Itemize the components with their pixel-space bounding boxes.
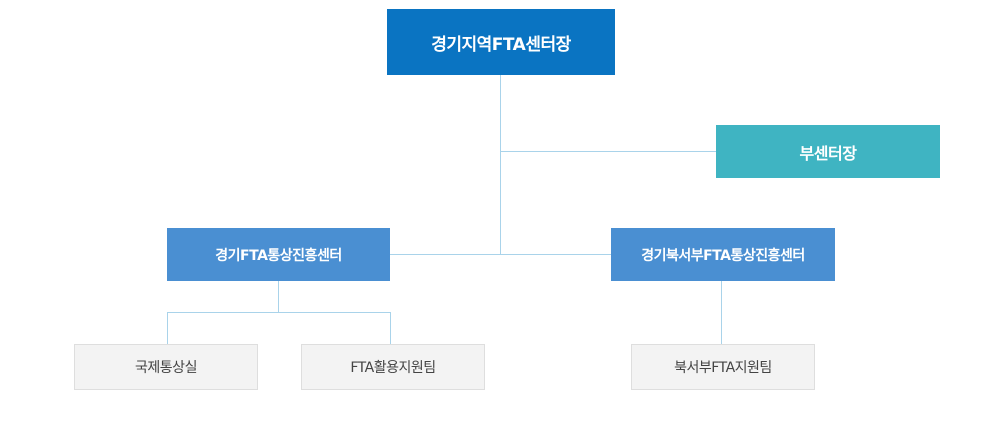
connector-centers-branch <box>390 254 612 255</box>
team-label: 북서부FTA지원팀 <box>674 360 772 376</box>
connector-center2-down <box>721 281 722 345</box>
deputy-box: 부센터장 <box>716 125 940 178</box>
connector-deputy-branch <box>500 151 716 152</box>
connector-head-trunk <box>500 75 501 254</box>
connector-team1-drop <box>167 312 168 345</box>
team-box-international-trade: 국제통상실 <box>74 344 258 390</box>
deputy-label: 부센터장 <box>799 143 857 163</box>
center-box-gyeonggi: 경기FTA통상진흥센터 <box>167 228 390 281</box>
team-label: FTA활용지원팀 <box>350 360 436 376</box>
connector-center1-teams <box>167 312 391 313</box>
connector-team2-drop <box>390 312 391 345</box>
connector-center1-down <box>278 281 279 313</box>
team-label: 국제통상실 <box>135 360 197 376</box>
center-label: 경기FTA통상진흥센터 <box>215 247 342 264</box>
head-box: 경기지역FTA센터장 <box>387 9 615 75</box>
center-box-northwest: 경기북서부FTA통상진흥센터 <box>611 228 835 281</box>
head-label: 경기지역FTA센터장 <box>431 34 571 55</box>
team-box-northwest-fta-support: 북서부FTA지원팀 <box>631 344 815 390</box>
center-label: 경기북서부FTA통상진흥센터 <box>641 247 805 264</box>
team-box-fta-support: FTA활용지원팀 <box>301 344 485 390</box>
